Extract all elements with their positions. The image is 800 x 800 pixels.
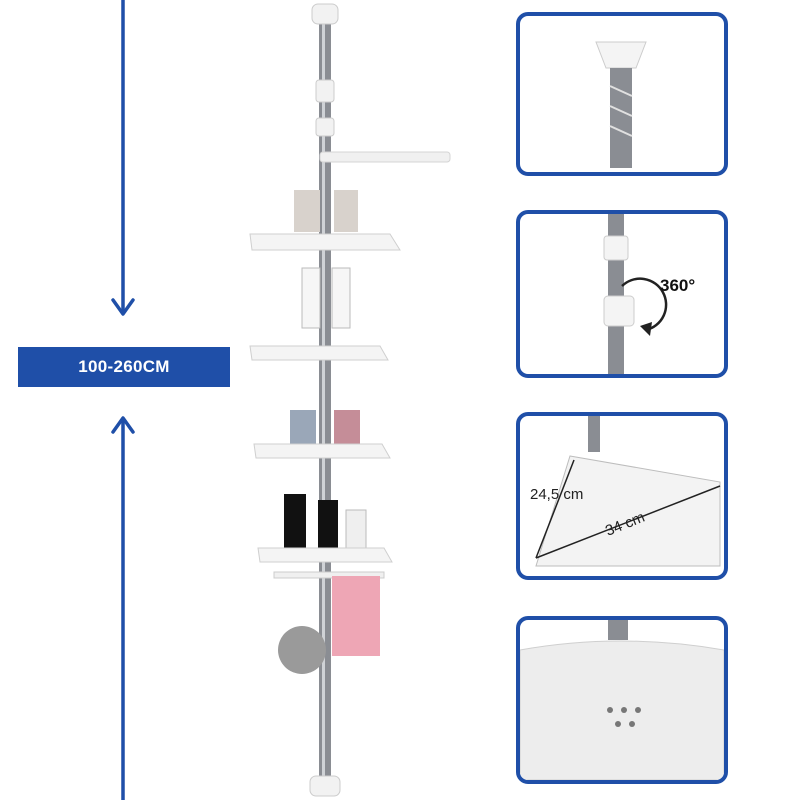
- top-cap-detail: [595, 41, 647, 168]
- rotation-detail: [603, 214, 668, 374]
- shelf-2: [249, 345, 389, 361]
- pole-segment: [588, 416, 600, 452]
- shelf-4: [257, 547, 393, 563]
- width-arrow: [535, 485, 721, 559]
- bottle: [334, 190, 358, 232]
- height-dimension: [111, 0, 135, 800]
- shelf-1: [249, 233, 401, 251]
- detail-panel-dimensions: [516, 412, 728, 580]
- bottle: [284, 494, 306, 550]
- spring-line: [609, 105, 633, 117]
- pole-clamp: [603, 235, 629, 261]
- rotate-arrowhead: [640, 322, 652, 336]
- pole-segment: [608, 620, 628, 640]
- pole-highlight: [322, 20, 325, 780]
- drain-hole: [629, 721, 635, 727]
- shelf-3: [253, 443, 391, 459]
- depth-label: 24,5 cm: [530, 486, 584, 503]
- detail-panel-drainage: [516, 616, 728, 784]
- drain-hole: [615, 721, 621, 727]
- bottle: [294, 190, 320, 232]
- shelf-dimensions-detail: [535, 416, 721, 567]
- drainage-detail: [520, 620, 724, 780]
- rotate-icon: [621, 277, 668, 332]
- rotation-label: 360°: [660, 276, 696, 295]
- detail-panel-rotation: [516, 210, 728, 378]
- drain-hole: [635, 707, 641, 713]
- towel: [332, 576, 380, 656]
- spring-line: [609, 125, 633, 137]
- spring-pole: [610, 68, 632, 168]
- drain-hole: [607, 707, 613, 713]
- cup: [290, 410, 316, 444]
- towel-bar: [273, 571, 385, 579]
- bath-sponge: [278, 626, 326, 674]
- pole-clamp: [315, 79, 335, 103]
- arrow-up-icon: [111, 416, 135, 434]
- bottle: [331, 267, 351, 329]
- top-cap: [311, 3, 339, 25]
- bottle: [345, 509, 367, 551]
- pole-clamp: [315, 117, 335, 137]
- detail-panel-top-cap: [516, 12, 728, 176]
- top-cap-shape: [595, 41, 647, 69]
- top-bar: [319, 151, 451, 163]
- height-badge: 100-260CM: [18, 347, 230, 387]
- bottle: [318, 500, 338, 550]
- depth-arrow: [535, 459, 575, 559]
- corner-shelf: [535, 455, 721, 567]
- arrow-down-icon: [111, 298, 135, 316]
- shower-caddy-illustration: [249, 3, 451, 797]
- drain-hole: [621, 707, 627, 713]
- spring-line: [609, 85, 633, 97]
- rotating-joint: [603, 295, 635, 327]
- bottom-cap: [309, 775, 341, 797]
- bottle: [301, 267, 321, 329]
- cup: [334, 410, 360, 444]
